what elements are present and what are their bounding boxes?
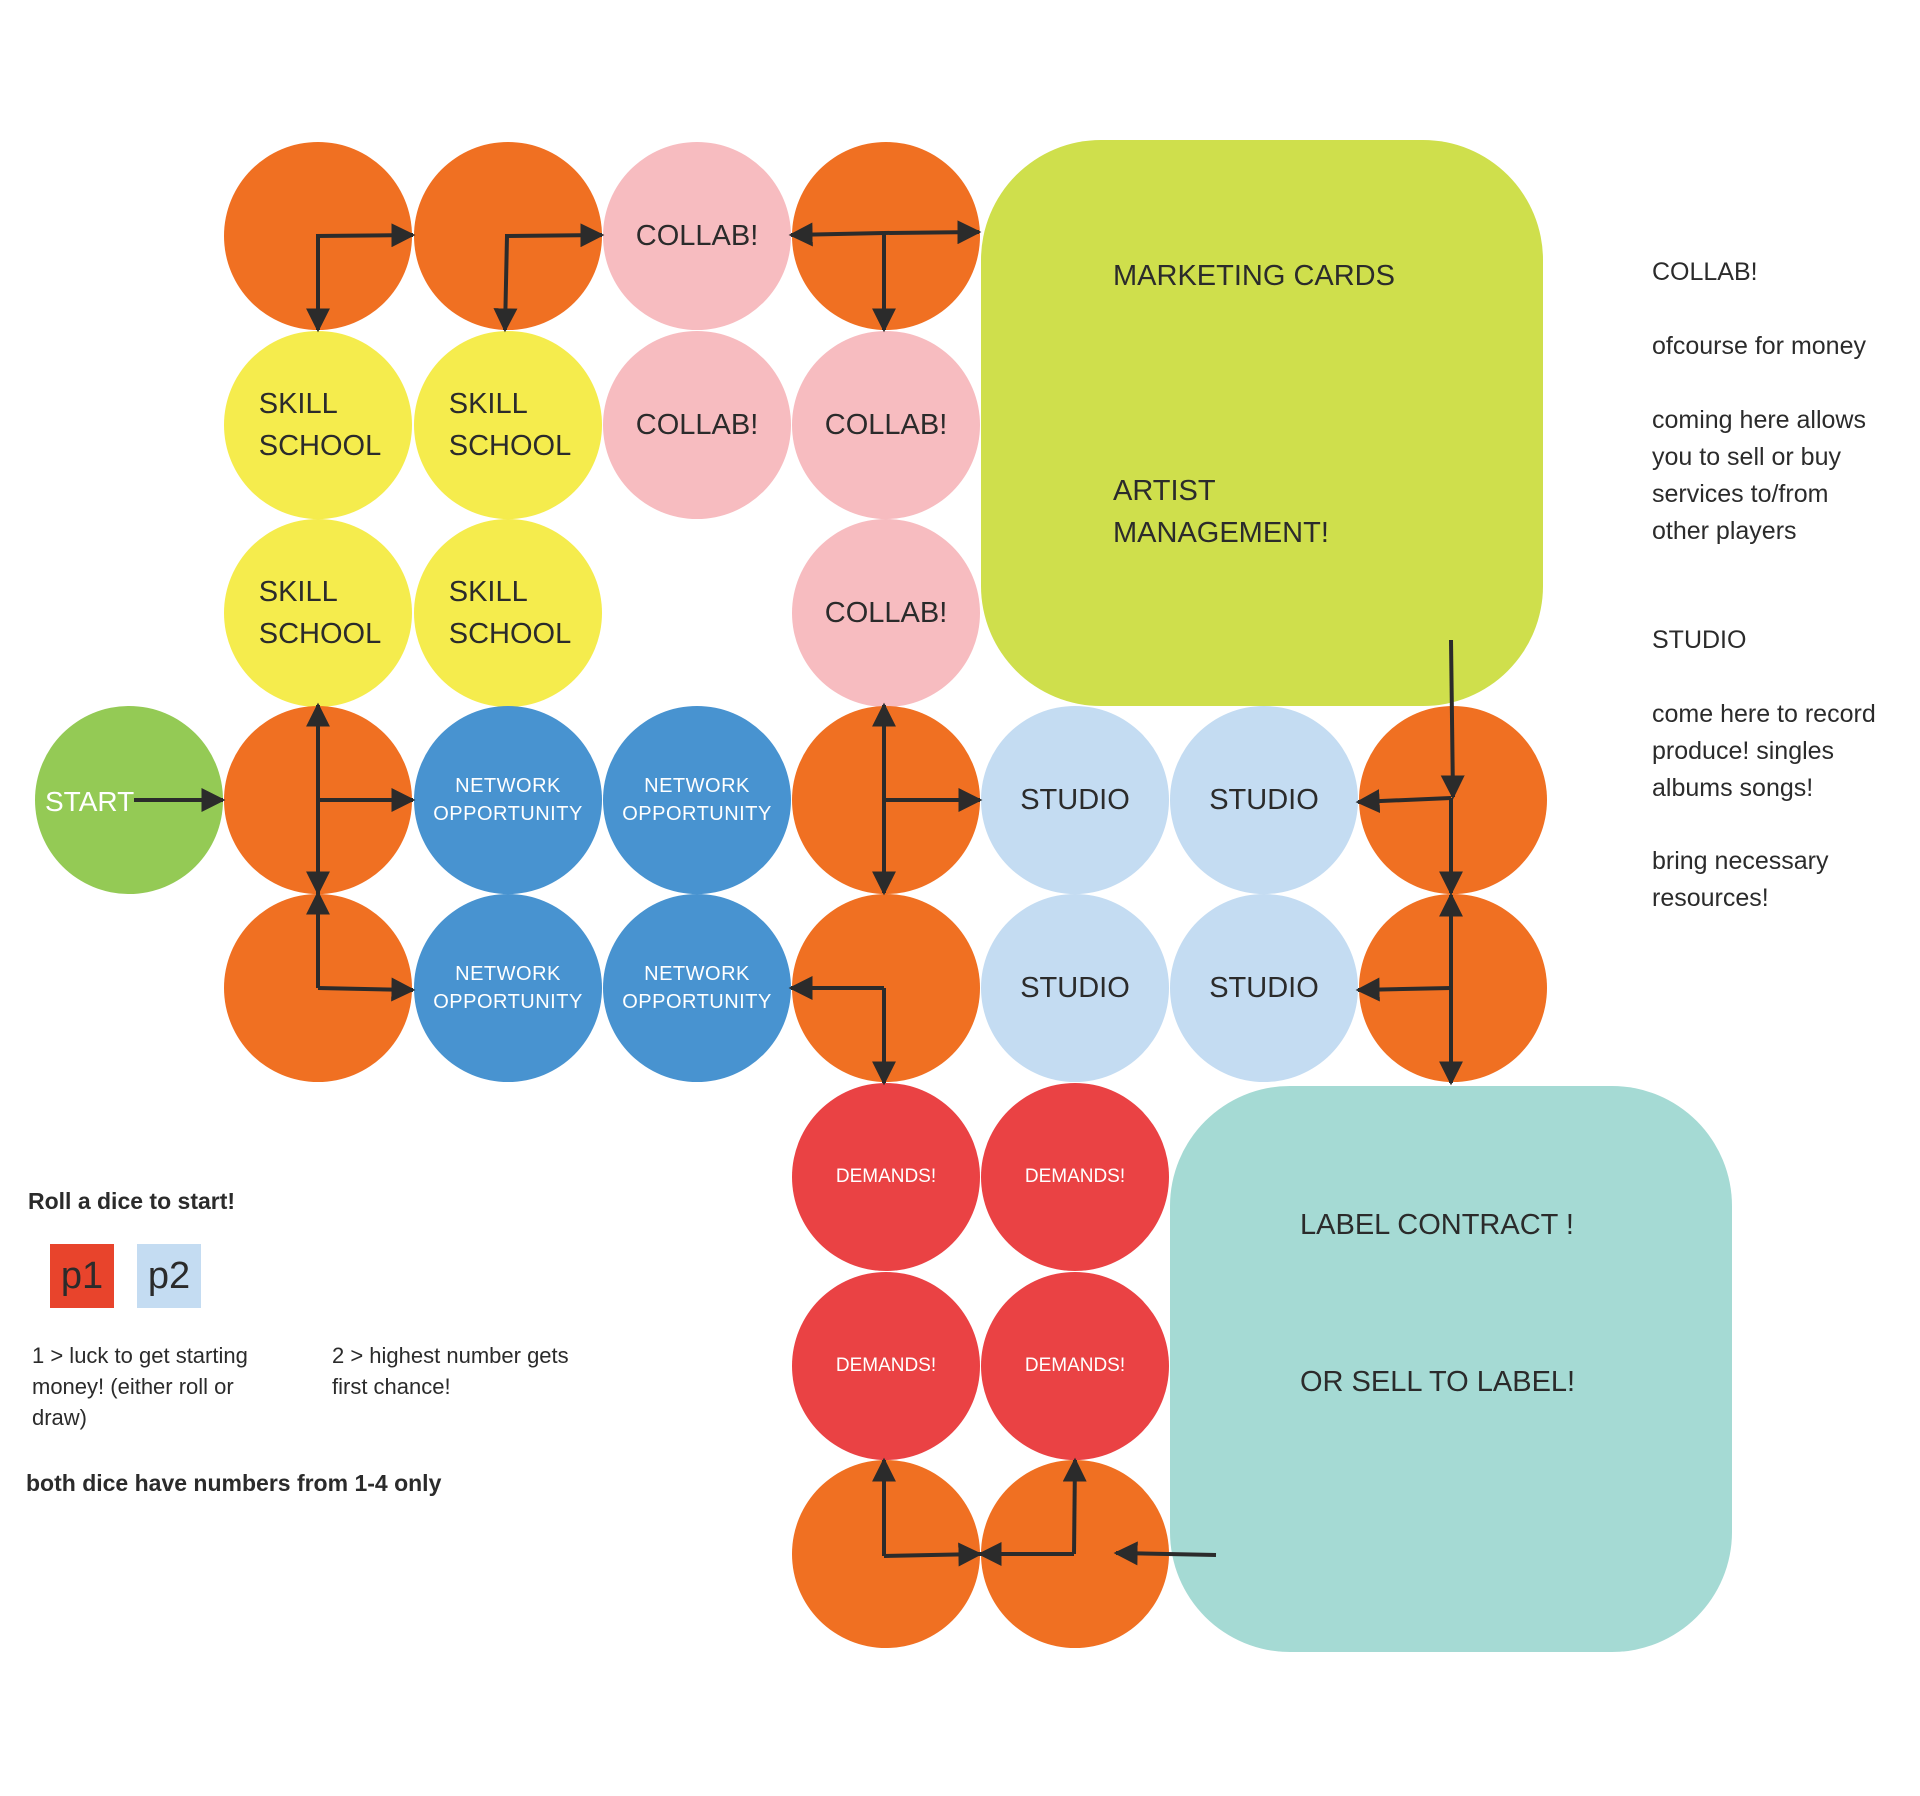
arrow-icon [1062, 1457, 1087, 1555]
studio-space[interactable]: STUDIO [981, 706, 1169, 894]
studio-label: STUDIO [1020, 783, 1130, 816]
studio-label: STUDIO [1020, 971, 1130, 1004]
skill-school-label: SKILL SCHOOL [258, 388, 382, 462]
studio-note-title: STUDIO [1652, 626, 1747, 654]
skill-school-label: SKILL SCHOOL [448, 388, 572, 462]
rule-1: 1 > luck to get starting money! (either … [32, 1343, 248, 1430]
demands-label: DEMANDS! [835, 1355, 937, 1376]
collab-label: COLLAB! [635, 219, 759, 252]
collab-note-title: COLLAB! [1652, 258, 1758, 286]
studio-space[interactable]: STUDIO [981, 894, 1169, 1082]
skill-school-space[interactable]: SKILL SCHOOL [414, 519, 602, 707]
label-contract-box[interactable]: LABEL CONTRACT ! OR SELL TO LABEL! [1170, 1086, 1732, 1652]
arrow-icon [493, 235, 518, 333]
start-label: START [45, 786, 135, 817]
collab-label: COLLAB! [824, 408, 948, 441]
demands-space[interactable]: DEMANDS! [981, 1272, 1169, 1460]
network-opportunity-space[interactable]: NETWORK OPPORTUNITY [414, 706, 602, 894]
network-opportunity-space[interactable]: NETWORK OPPORTUNITY [414, 894, 602, 1082]
p1-label: p1 [60, 1254, 104, 1297]
artist-management-label: ARTIST MANAGEMENT! [1113, 475, 1329, 549]
demands-label: DEMANDS! [835, 1166, 937, 1187]
skill-school-space[interactable]: SKILL SCHOOL [414, 331, 602, 519]
network-opportunity-label: NETWORK OPPORTUNITY [622, 963, 772, 1013]
arrow-icon [315, 223, 416, 248]
skill-school-space[interactable]: SKILL SCHOOL [224, 519, 412, 707]
collab-space[interactable]: COLLAB! [792, 519, 980, 707]
p1-token[interactable]: p1 [50, 1244, 114, 1308]
sell-to-label-label: OR SELL TO LABEL! [1300, 1366, 1576, 1398]
arrow-icon [883, 220, 982, 245]
p2-label: p2 [147, 1254, 191, 1297]
marketing-cards-label: MARKETING CARDS [1113, 260, 1395, 292]
collab-note-money: ofcourse for money [1652, 332, 1866, 360]
studio-note-resources: bring necessary resources! [1652, 847, 1829, 912]
collab-space[interactable]: COLLAB! [603, 142, 791, 330]
demands-space[interactable]: DEMANDS! [792, 1083, 980, 1271]
network-opportunity-label: NETWORK OPPORTUNITY [433, 775, 583, 825]
arrow-icon [1355, 789, 1452, 814]
studio-space[interactable]: STUDIO [1170, 706, 1358, 894]
arrow-icon [1113, 1541, 1217, 1566]
p2-token[interactable]: p2 [137, 1244, 201, 1308]
collab-note-description: coming here allows you to sell or buy se… [1652, 406, 1866, 545]
collab-label: COLLAB! [635, 408, 759, 441]
skill-school-space[interactable]: SKILL SCHOOL [224, 331, 412, 519]
studio-space[interactable]: STUDIO [1170, 894, 1358, 1082]
arrow-icon [504, 223, 605, 248]
rules-title: Roll a dice to start! [28, 1188, 236, 1214]
studio-label: STUDIO [1209, 971, 1319, 1004]
skill-school-label: SKILL SCHOOL [448, 576, 572, 650]
arrow-icon [317, 977, 416, 1002]
collab-space[interactable]: COLLAB! [603, 331, 791, 519]
network-opportunity-label: NETWORK OPPORTUNITY [433, 963, 583, 1013]
demands-label: DEMANDS! [1024, 1166, 1126, 1187]
rule-2: 2 > highest number gets first chance! [332, 1343, 569, 1399]
skill-school-label: SKILL SCHOOL [258, 576, 382, 650]
collab-space[interactable]: COLLAB! [792, 331, 980, 519]
marketing-artist-management-box[interactable]: MARKETING CARDS ARTIST MANAGEMENT! [981, 140, 1543, 706]
network-opportunity-space[interactable]: NETWORK OPPORTUNITY [603, 894, 791, 1082]
arrow-icon [1355, 977, 1452, 1002]
label-contract-label: LABEL CONTRACT ! [1300, 1209, 1574, 1241]
arrow-icon [788, 222, 885, 247]
studio-note-description: come here to record produce! singles alb… [1652, 700, 1876, 802]
demands-label: DEMANDS! [1024, 1355, 1126, 1376]
arrow-icon [883, 1542, 983, 1567]
network-opportunity-space[interactable]: NETWORK OPPORTUNITY [603, 706, 791, 894]
arrow-icon [1440, 639, 1465, 800]
dice-note: both dice have numbers from 1-4 only [26, 1470, 442, 1496]
studio-label: STUDIO [1209, 783, 1319, 816]
collab-label: COLLAB! [824, 596, 948, 629]
demands-space[interactable]: DEMANDS! [792, 1272, 980, 1460]
demands-space[interactable]: DEMANDS! [981, 1083, 1169, 1271]
network-opportunity-label: NETWORK OPPORTUNITY [622, 775, 772, 825]
